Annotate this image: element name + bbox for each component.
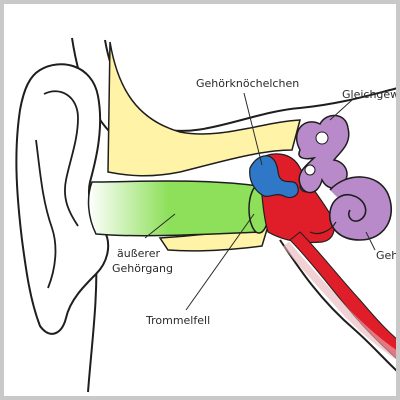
label-ossicles: Gehörknöchelchen [196,77,299,90]
label-cochlea: Geh [376,249,398,262]
label-ear-canal-line1: äußerer [117,247,160,260]
leader-ossicles [243,92,263,166]
temporal-bone-upper [107,41,301,177]
external-ear-canal [87,180,267,237]
inner-ear [295,114,393,241]
leader-lines [144,92,376,311]
leader-ear-canal [144,213,176,239]
auricle [15,63,110,335]
leader-cochlea [365,231,376,251]
label-ear-canal-line2: Gehörgang [112,262,173,275]
label-eardrum: Trommelfell [145,314,210,327]
leader-eardrum [185,213,255,311]
label-balance-organ: Gleichgew [342,88,399,101]
leader-balance [329,99,353,121]
eustachian-tube-sheath [282,241,400,360]
ossicles [249,155,299,199]
cochlea [329,176,393,241]
